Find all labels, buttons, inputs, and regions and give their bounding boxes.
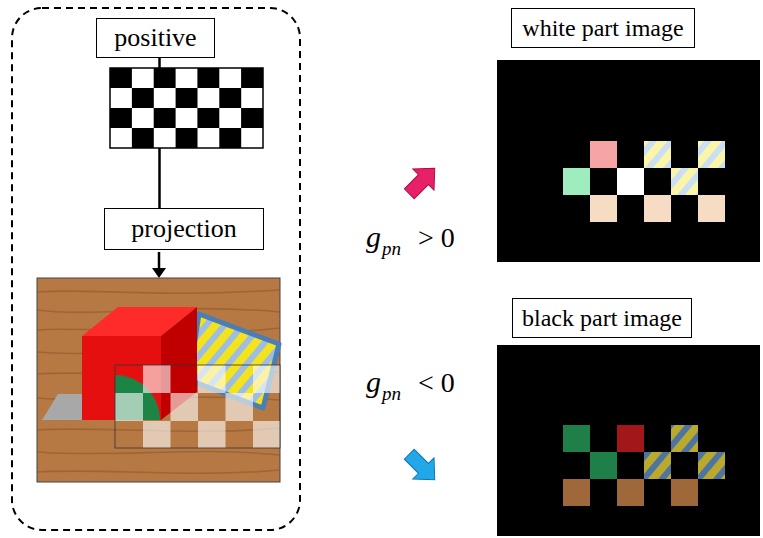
checker-cells: [110, 68, 263, 148]
checker-cell: [110, 68, 132, 88]
cube-side: [161, 307, 197, 420]
subscript: pn: [382, 384, 401, 403]
checker-pattern: [110, 68, 263, 148]
image-ground: [497, 60, 760, 262]
box-label: white part image: [522, 15, 683, 41]
inequality: < 0: [418, 369, 455, 397]
blue-block-arrow: [399, 444, 446, 491]
checker-cell: [197, 68, 219, 88]
variable-symbol: g: [366, 222, 381, 252]
variable-symbol: g: [366, 367, 381, 397]
checker-frame: [110, 68, 263, 148]
image-cell: [563, 168, 590, 195]
image-cell: [698, 141, 725, 168]
image-cell: [671, 479, 698, 506]
image-cell: [671, 425, 698, 452]
image-ground: [497, 345, 760, 536]
wood-grain: [37, 290, 280, 473]
projected-cell: [226, 393, 254, 421]
checker-cell: [241, 68, 263, 88]
projection-outline: [115, 365, 280, 448]
projected-cell: [198, 365, 226, 393]
label-box: positive: [96, 18, 215, 58]
grain-line: [37, 470, 280, 473]
scene-photo: [37, 278, 280, 482]
projected-cell: [143, 421, 171, 448]
box-label: black part image: [522, 305, 682, 331]
subscript: pn: [382, 239, 401, 258]
arrow-shaft: [158, 252, 161, 270]
checker-cell: [154, 68, 176, 88]
checker-cell: [219, 88, 241, 108]
image-cell: [644, 141, 671, 168]
projected-cell: [171, 393, 199, 421]
projected-cell: [253, 365, 280, 393]
box-label: positive: [114, 24, 196, 53]
black-part-image: [497, 345, 760, 536]
projected-cell: [143, 365, 171, 393]
pink-block-arrow: [399, 158, 446, 205]
projected-cell: [198, 421, 226, 448]
image-cell: [644, 195, 671, 222]
checker-cell: [176, 128, 198, 148]
dashed-region: [12, 8, 300, 530]
checker-cell: [110, 108, 132, 128]
image-cell: [617, 479, 644, 506]
image-cell: [590, 195, 617, 222]
image-cell: [563, 479, 590, 506]
image-cell: [644, 452, 671, 479]
box-label: projection: [131, 215, 236, 244]
image-cell: [698, 452, 725, 479]
image-cell: [590, 452, 617, 479]
white-part-image: [497, 60, 760, 262]
image-cell: [671, 168, 698, 195]
checker-cell: [132, 128, 154, 148]
image-cell: [617, 425, 644, 452]
checker-cell: [176, 88, 198, 108]
checker-cell: [132, 88, 154, 108]
title-box: black part image: [512, 298, 692, 338]
process-box: projection: [104, 208, 264, 250]
inequality: > 0: [418, 224, 455, 252]
grain-line: [37, 290, 280, 293]
title-box: white part image: [511, 8, 695, 48]
projected-white-cells: [115, 365, 280, 448]
checker-cell: [241, 108, 263, 128]
image-cell: [590, 141, 617, 168]
image-cell: [698, 195, 725, 222]
grain-line: [37, 452, 280, 455]
checker-cell: [154, 108, 176, 128]
projected-cell: [253, 421, 280, 448]
wood-table: [37, 278, 280, 482]
image-cell: [617, 168, 644, 195]
image-cell: [563, 425, 590, 452]
arrow-head: [152, 268, 166, 278]
checker-cell: [197, 108, 219, 128]
checker-cell: [219, 128, 241, 148]
projected-cell: [115, 393, 143, 421]
projection-arrow: [152, 252, 166, 278]
